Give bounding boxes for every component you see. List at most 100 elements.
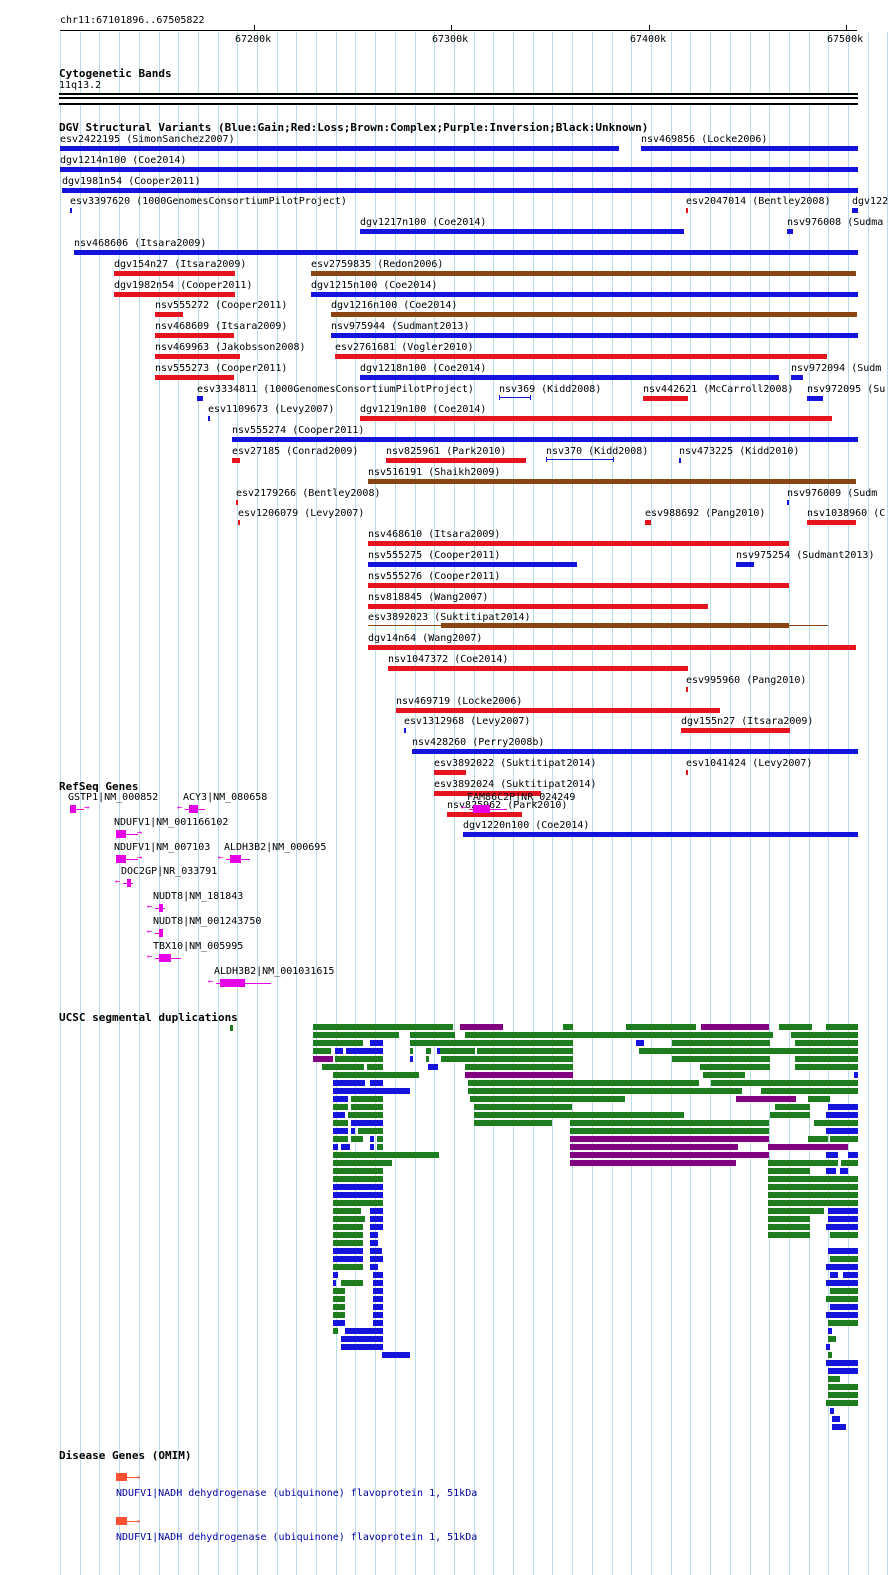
segdup-feature[interactable] bbox=[333, 1168, 383, 1174]
segdup-feature[interactable] bbox=[333, 1224, 363, 1230]
variant-bar[interactable] bbox=[236, 500, 238, 505]
variant-bar[interactable] bbox=[404, 728, 406, 733]
segdup-feature[interactable] bbox=[333, 1248, 363, 1254]
segdup-feature[interactable] bbox=[826, 1224, 858, 1230]
gene-label[interactable]: ALDH3B2|NM_000695 bbox=[224, 842, 327, 853]
segdup-feature[interactable] bbox=[828, 1328, 832, 1334]
segdup-feature[interactable] bbox=[313, 1048, 331, 1054]
segdup-feature[interactable] bbox=[313, 1040, 363, 1046]
segdup-feature[interactable] bbox=[333, 1264, 363, 1270]
segdup-feature[interactable] bbox=[373, 1272, 383, 1278]
segdup-feature[interactable] bbox=[830, 1288, 858, 1294]
variant-bar[interactable] bbox=[155, 333, 234, 338]
variant-label[interactable]: nsv442621 (McCarroll2008) bbox=[643, 384, 794, 395]
variant-bar[interactable] bbox=[787, 500, 789, 505]
variant-bar[interactable] bbox=[434, 791, 541, 796]
variant-bar[interactable] bbox=[546, 459, 613, 460]
segdup-feature[interactable] bbox=[370, 1240, 378, 1246]
segdup-feature[interactable] bbox=[814, 1120, 858, 1126]
variant-label[interactable]: dgv1216n100 (Coe2014) bbox=[331, 300, 458, 311]
segdup-feature[interactable] bbox=[570, 1136, 769, 1142]
segdup-feature[interactable] bbox=[333, 1216, 365, 1222]
segdup-feature[interactable] bbox=[333, 1144, 338, 1150]
variant-bar[interactable] bbox=[807, 396, 823, 401]
segdup-feature[interactable] bbox=[351, 1096, 383, 1102]
segdup-feature[interactable] bbox=[333, 1104, 348, 1110]
variant-label[interactable]: dgv1217n100 (Coe2014) bbox=[360, 217, 487, 228]
variant-label[interactable]: esv1041424 (Levy2007) bbox=[686, 758, 813, 769]
segdup-feature[interactable] bbox=[313, 1024, 453, 1030]
segdup-feature[interactable] bbox=[832, 1416, 840, 1422]
segdup-feature[interactable] bbox=[333, 1192, 383, 1198]
gene-exon[interactable] bbox=[116, 855, 126, 863]
segdup-feature[interactable] bbox=[333, 1288, 345, 1294]
variant-bar[interactable] bbox=[368, 645, 856, 650]
variant-bar[interactable] bbox=[331, 312, 857, 317]
segdup-feature[interactable] bbox=[426, 1048, 431, 1054]
variant-label[interactable]: dgv1981n54 (Cooper2011) bbox=[62, 176, 201, 187]
segdup-feature[interactable] bbox=[333, 1312, 345, 1318]
segdup-feature[interactable] bbox=[828, 1320, 858, 1326]
variant-bar[interactable] bbox=[681, 728, 790, 733]
gene-label[interactable]: ALDH3B2|NM_001031615 bbox=[214, 966, 335, 977]
variant-label[interactable]: esv2179266 (Bentley2008) bbox=[236, 488, 381, 499]
segdup-feature[interactable] bbox=[382, 1352, 410, 1358]
variant-label[interactable]: nsv555276 (Cooper2011) bbox=[368, 571, 501, 582]
segdup-feature[interactable] bbox=[335, 1056, 383, 1062]
segdup-feature[interactable] bbox=[795, 1056, 858, 1062]
segdup-feature[interactable] bbox=[465, 1032, 773, 1038]
omim-gene-label[interactable]: NDUFV1|NADH dehydrogenase (ubiquinone) f… bbox=[116, 1532, 478, 1543]
variant-bar[interactable] bbox=[114, 292, 235, 297]
variant-label[interactable]: esv988692 (Pang2010) bbox=[645, 508, 766, 519]
segdup-feature[interactable] bbox=[333, 1128, 348, 1134]
variant-label[interactable]: dgv155n27 (Itsara2009) bbox=[681, 716, 814, 727]
segdup-feature[interactable] bbox=[826, 1264, 858, 1270]
segdup-feature[interactable] bbox=[370, 1144, 374, 1150]
variant-label[interactable]: dgv1220n100 (Coe2014) bbox=[463, 820, 590, 831]
segdup-feature[interactable] bbox=[351, 1128, 355, 1134]
segdup-feature[interactable] bbox=[768, 1224, 810, 1230]
variant-label[interactable]: nsv369 (Kidd2008) bbox=[499, 384, 602, 395]
segdup-feature[interactable] bbox=[370, 1208, 383, 1214]
segdup-feature[interactable] bbox=[377, 1144, 383, 1150]
segdup-feature[interactable] bbox=[333, 1280, 336, 1286]
segdup-feature[interactable] bbox=[768, 1184, 858, 1190]
segdup-feature[interactable] bbox=[351, 1104, 383, 1110]
segdup-feature[interactable] bbox=[465, 1072, 573, 1078]
segdup-feature[interactable] bbox=[370, 1224, 383, 1230]
segdup-feature[interactable] bbox=[828, 1368, 858, 1374]
variant-label[interactable]: nsv468610 (Itsara2009) bbox=[368, 529, 501, 540]
variant-bar[interactable] bbox=[368, 541, 789, 546]
variant-bar[interactable] bbox=[852, 208, 858, 213]
variant-bar[interactable] bbox=[74, 250, 858, 255]
segdup-feature[interactable] bbox=[828, 1352, 832, 1358]
segdup-feature[interactable] bbox=[348, 1112, 383, 1118]
segdup-feature[interactable] bbox=[701, 1024, 769, 1030]
segdup-feature[interactable] bbox=[230, 1025, 233, 1031]
variant-bar[interactable] bbox=[155, 375, 234, 380]
gene-exon[interactable] bbox=[116, 830, 126, 838]
gene-label[interactable]: ACY3|NM_080658 bbox=[183, 792, 268, 803]
segdup-feature[interactable] bbox=[791, 1032, 858, 1038]
segdup-feature[interactable] bbox=[828, 1104, 858, 1110]
segdup-feature[interactable] bbox=[426, 1056, 429, 1062]
segdup-feature[interactable] bbox=[333, 1200, 383, 1206]
segdup-feature[interactable] bbox=[761, 1088, 858, 1094]
variant-bar[interactable] bbox=[791, 375, 803, 380]
segdup-feature[interactable] bbox=[333, 1320, 345, 1326]
segdup-feature[interactable] bbox=[808, 1096, 830, 1102]
variant-label[interactable]: dgv1219n100 (Coe2014) bbox=[360, 404, 487, 415]
variant-label[interactable]: nsv975254 (Sudmant2013) bbox=[736, 550, 875, 561]
variant-bar[interactable] bbox=[232, 458, 240, 463]
segdup-feature[interactable] bbox=[830, 1232, 858, 1238]
segdup-feature[interactable] bbox=[828, 1208, 858, 1214]
variant-bar[interactable] bbox=[368, 479, 856, 484]
segdup-feature[interactable] bbox=[828, 1248, 858, 1254]
chromosome-ideogram[interactable] bbox=[59, 93, 858, 105]
segdup-feature[interactable] bbox=[841, 1160, 858, 1166]
segdup-feature[interactable] bbox=[351, 1136, 363, 1142]
gene-label[interactable]: NUDT8|NM_181843 bbox=[153, 891, 244, 902]
variant-bar[interactable] bbox=[360, 416, 832, 421]
variant-bar[interactable] bbox=[396, 708, 720, 713]
variant-bar[interactable] bbox=[807, 520, 856, 525]
